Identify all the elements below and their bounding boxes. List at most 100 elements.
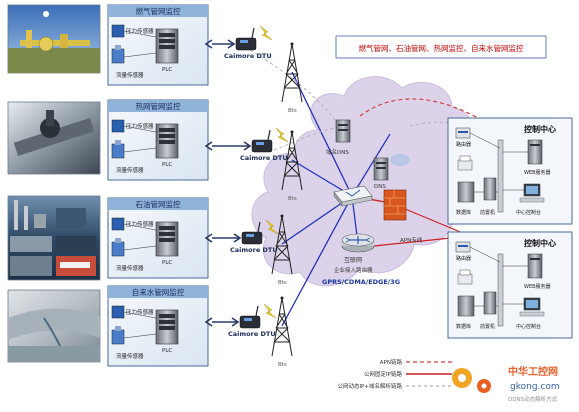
center-console-label: 中心控制台 — [516, 209, 541, 216]
dns-domain-server: 域名DNS — [326, 119, 351, 156]
arrow-icon — [204, 233, 242, 243]
legend-item: 公网固定IP链路 — [364, 370, 452, 378]
bts-tower-icon — [281, 42, 303, 103]
watermark: 中华工控网 gkong.com DDNS动态解析方式 — [452, 365, 560, 403]
gear-icon — [452, 368, 491, 393]
center-console-label: 中心控制台 — [516, 323, 541, 330]
router-icon — [455, 127, 471, 139]
watermark-url: gkong.com — [510, 382, 560, 392]
frontend-label: 前置机 — [480, 323, 495, 330]
bts-label: Bts — [288, 108, 297, 114]
flow-sensor — [111, 238, 125, 257]
flow-sensor — [111, 45, 125, 64]
pressure-sensor — [111, 119, 125, 133]
legend-item: APN链路 — [380, 358, 452, 366]
pressure-sensor-label: 压力传感器 — [126, 27, 154, 35]
plc-cabinet — [155, 221, 179, 257]
apn-line-label: APN专线 — [400, 236, 423, 244]
legend-label: 公网固定IP链路 — [364, 370, 402, 378]
dtu-device — [241, 221, 263, 245]
router-icon — [341, 233, 375, 253]
dtu-label: Caimore DTU — [240, 154, 288, 162]
pressure-sensor-label: 压力传感器 — [126, 308, 154, 316]
router-label: 路由器 — [456, 255, 471, 262]
router-sub: 企业接入路由器 — [334, 266, 373, 274]
legend-label: APN链路 — [380, 358, 403, 366]
banner: 燃气管网、石油管网、热网监控、自来水管网监控 — [335, 35, 547, 59]
arrow-icon — [204, 39, 236, 49]
frontend-server-icon — [483, 177, 497, 201]
dtu-device — [235, 27, 257, 51]
pressure-sensor — [111, 305, 125, 319]
bts-tower-icon — [271, 296, 293, 357]
plc-label: PLC — [162, 348, 172, 354]
legend-item: 公网动态IP+域名解析链路 — [337, 382, 452, 390]
dtu-label: Caimore DTU — [224, 52, 272, 60]
center-console-icon — [519, 183, 545, 203]
bts-label: Bts — [288, 196, 297, 202]
center-console-icon — [519, 297, 545, 317]
flow-sensor — [111, 326, 125, 345]
control-center-title: 控制中心 — [524, 238, 556, 248]
banner-text: 燃气管网、石油管网、热网监控、自来水管网监控 — [359, 43, 524, 53]
gas-pipeline-photo — [7, 4, 101, 74]
bts-tower-icon — [271, 214, 293, 275]
signal-bolt-icon — [275, 127, 289, 143]
router-icon — [455, 241, 471, 253]
plc-cabinet — [155, 309, 179, 345]
web-server-icon — [527, 139, 543, 165]
pressure-sensor — [111, 217, 125, 231]
watermark-brand: 中华工控网 — [508, 365, 558, 378]
router-name: 互联网 — [344, 256, 362, 264]
pressure-sensor-label: 压力传感器 — [126, 122, 154, 130]
site-title: 自来水管网监控 — [132, 287, 185, 297]
site-title: 石油管网监控 — [136, 199, 181, 209]
plc-label: PLC — [162, 162, 172, 168]
dns-label: DNS — [374, 184, 386, 190]
bts-label: Bts — [278, 362, 287, 368]
router-label: 路由器 — [456, 141, 471, 148]
printer-icon — [457, 269, 473, 285]
signal-bolt-icon — [265, 219, 279, 235]
site-title: 热网管网监控 — [136, 101, 181, 111]
arrow-icon — [204, 141, 252, 151]
database-label: 数据库 — [456, 323, 471, 330]
legend: APN链路 公网固定IP链路 公网动态IP+域名解析链路 — [337, 358, 452, 390]
dtu-label: Caimore DTU — [230, 246, 278, 254]
watermark-caption: DDNS动态解析方式 — [508, 395, 558, 403]
plc-label: PLC — [162, 260, 172, 266]
database-icon — [457, 295, 475, 317]
flow-sensor-label: 流量传感器 — [116, 352, 144, 360]
site-title: 燃气管网监控 — [136, 6, 181, 16]
firewall-icon — [383, 189, 407, 221]
pressure-sensor-label: 压力传感器 — [126, 220, 154, 228]
network-types: GPRS/CDMA/EDGE/3G — [322, 278, 400, 286]
flow-sensor-label: 流量传感器 — [116, 264, 144, 272]
flow-sensor — [111, 140, 125, 159]
bts-label: Bts — [278, 280, 287, 286]
signal-bolt-icon — [259, 25, 273, 41]
plc-cabinet — [155, 123, 179, 159]
dtu-label: Caimore DTU — [228, 330, 276, 338]
plc-label: PLC — [162, 67, 172, 73]
frontend-server-icon — [483, 291, 497, 315]
database-icon — [457, 181, 475, 203]
site-oil: 石油管网监控 — [7, 195, 209, 281]
oil-refinery-photo — [7, 195, 101, 281]
web-server-icon — [527, 253, 543, 279]
bts-tower-icon — [281, 130, 303, 191]
frontend-label: 前置机 — [480, 209, 495, 216]
plc-cabinet — [155, 28, 179, 64]
dtu-device — [251, 129, 273, 153]
legend-label: 公网动态IP+域名解析链路 — [337, 382, 402, 390]
control-center-title: 控制中心 — [524, 124, 556, 134]
flow-sensor-label: 流量传感器 — [116, 166, 144, 174]
web-server-label: WEB服务器 — [524, 283, 551, 290]
dtu-device — [239, 305, 261, 329]
